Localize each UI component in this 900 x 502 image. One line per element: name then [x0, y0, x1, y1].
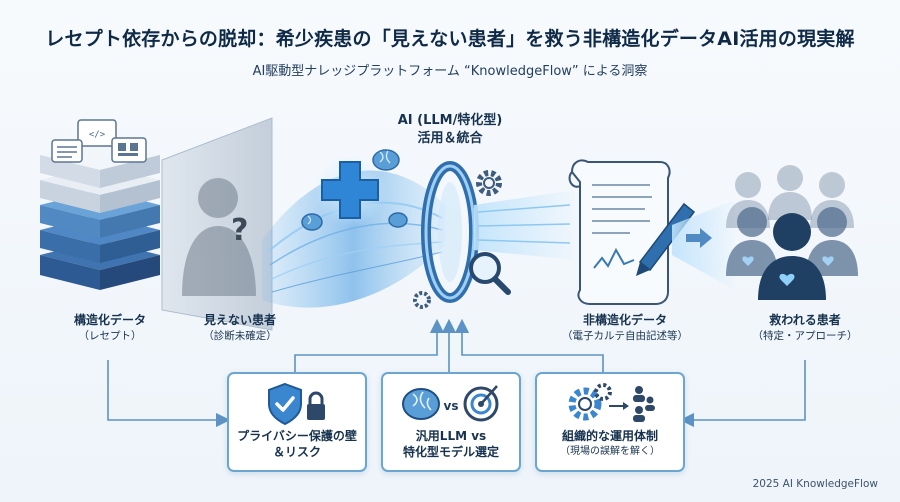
invisible-patient-title: 見えない患者 — [203, 313, 276, 327]
ai-label: AI (LLM/特化型) 活用＆統合 — [395, 112, 505, 148]
saved-patient-label: 救われる患者 （特定・アプローチ） — [740, 312, 870, 344]
challenge-line2: （現場の誤解を解く） — [560, 446, 660, 457]
unstructured-data-title: 非構造化データ — [582, 313, 667, 327]
ai-label-line2: 活用＆統合 — [417, 131, 483, 146]
invisible-patient-label: 見えない患者 （診断未確定） — [175, 312, 305, 344]
vs-text: vs — [444, 399, 459, 413]
person-icon — [726, 207, 778, 276]
people-icon — [633, 386, 655, 422]
gear-icon — [568, 387, 602, 421]
arrow-right-icon — [609, 402, 629, 410]
structured-data-stack: </> — [40, 119, 160, 290]
challenge-card-model: vs 汎用LLM vs 特化型モデル選定 — [381, 372, 521, 472]
arrow-right-icon — [686, 228, 712, 248]
gear-icon — [413, 291, 431, 309]
brain-vs-target-icon: vs — [402, 385, 499, 422]
brain-icon — [402, 388, 440, 420]
document-icon: </> — [77, 119, 117, 147]
invisible-patient-panel: ? — [161, 117, 273, 331]
saved-patient-title: 救われる患者 — [769, 313, 841, 327]
challenge-text: 汎用LLM vs 特化型モデル選定 — [383, 428, 519, 460]
structured-data-title: 構造化データ — [73, 313, 146, 327]
document-icon — [51, 139, 83, 163]
question-mark-icon: ? — [231, 213, 248, 248]
data-beam-lines — [477, 204, 571, 244]
pen-icon — [636, 202, 696, 276]
challenge-line1: プライバシー保護の壁 — [237, 429, 357, 443]
page-title: レセプト依存からの脱却：希少疾患の「見えない患者」を救う非構造化データAI活用の… — [45, 28, 855, 50]
challenge-line2: 特化型モデル選定 — [402, 445, 499, 459]
medical-cross-icon — [314, 154, 386, 226]
challenge-card-privacy: プライバシー保護の壁 ＆リスク — [227, 372, 367, 472]
connector-arrows — [107, 318, 806, 428]
silhouette-icon — [182, 178, 256, 296]
challenge-line2: ＆リスク — [272, 445, 321, 459]
person-icon — [758, 213, 826, 300]
invisible-patient-sub: （診断未確定） — [203, 330, 277, 342]
scroll-document-icon — [568, 159, 671, 305]
gears-people-icon — [568, 383, 655, 422]
structured-data-label: 構造化データ （レセプト） — [50, 312, 170, 344]
challenge-card-organization: 組織的な運用体制 （現場の誤解を解く） — [535, 372, 685, 472]
magnifier-icon — [469, 252, 511, 295]
footer-copyright: 2025 AI KnowledgeFlow — [752, 478, 878, 490]
target-icon — [463, 385, 499, 422]
challenge-text: プライバシー保護の壁 ＆リスク — [229, 428, 365, 460]
challenge-line1: 汎用LLM vs — [415, 429, 487, 443]
gear-icon — [594, 383, 612, 401]
challenge-line1: 組織的な運用体制 — [561, 429, 658, 443]
saved-patient-sub: （特定・アプローチ） — [752, 330, 858, 342]
page-subtitle: AI駆動型ナレッジプラットフォーム “KnowledgeFlow” による洞察 — [252, 64, 648, 79]
challenge-text: 組織的な運用体制 （現場の誤解を解く） — [537, 428, 683, 460]
brain-icon — [372, 149, 400, 171]
brain-icon — [301, 213, 323, 231]
document-icon — [111, 137, 147, 163]
brain-icon — [388, 212, 408, 228]
structured-data-sub: （レセプト） — [78, 330, 142, 342]
unstructured-data-sub: （電子カルテ自由記述等） — [562, 330, 688, 342]
gear-icon — [476, 170, 502, 196]
shield-lock-icon — [268, 382, 325, 426]
unstructured-data-label: 非構造化データ （電子カルテ自由記述等） — [545, 312, 705, 344]
person-icon — [806, 207, 858, 276]
ai-label-line1: AI (LLM/特化型) — [397, 113, 503, 128]
person-icon — [768, 165, 812, 220]
saved-patients-group — [726, 165, 858, 300]
svg-text:</>: </> — [89, 130, 106, 140]
